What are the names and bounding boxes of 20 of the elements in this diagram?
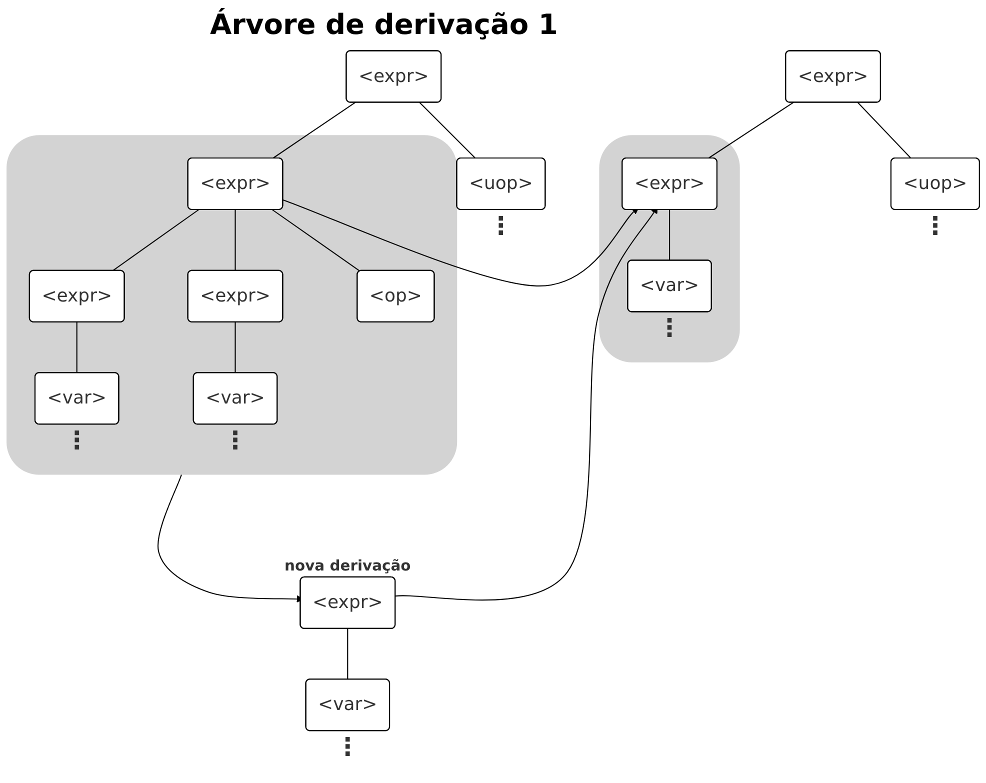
ellipsis-mark: ⋮: [335, 732, 360, 762]
ellipsis-mark: ⋮: [922, 211, 948, 240]
connector: [76, 322, 78, 373]
arrow: [282, 199, 639, 286]
connector: [419, 102, 476, 158]
connector: [669, 210, 670, 260]
diagram-title: Árvore de derivação 1: [210, 8, 559, 41]
connector: [272, 102, 356, 158]
connector: [857, 102, 912, 158]
connector: [234, 322, 236, 373]
ellipsis-mark: ⋮: [657, 313, 682, 342]
ellipsis-mark: ⋮: [488, 211, 514, 240]
connector: [234, 210, 236, 270]
connector: [272, 209, 360, 271]
node-caption: nova derivação: [284, 557, 411, 574]
ellipsis-mark: ⋮: [223, 426, 248, 455]
connector: [347, 628, 348, 680]
connector: [708, 102, 794, 158]
connector: [112, 209, 200, 271]
ellipsis-mark: ⋮: [64, 426, 90, 455]
